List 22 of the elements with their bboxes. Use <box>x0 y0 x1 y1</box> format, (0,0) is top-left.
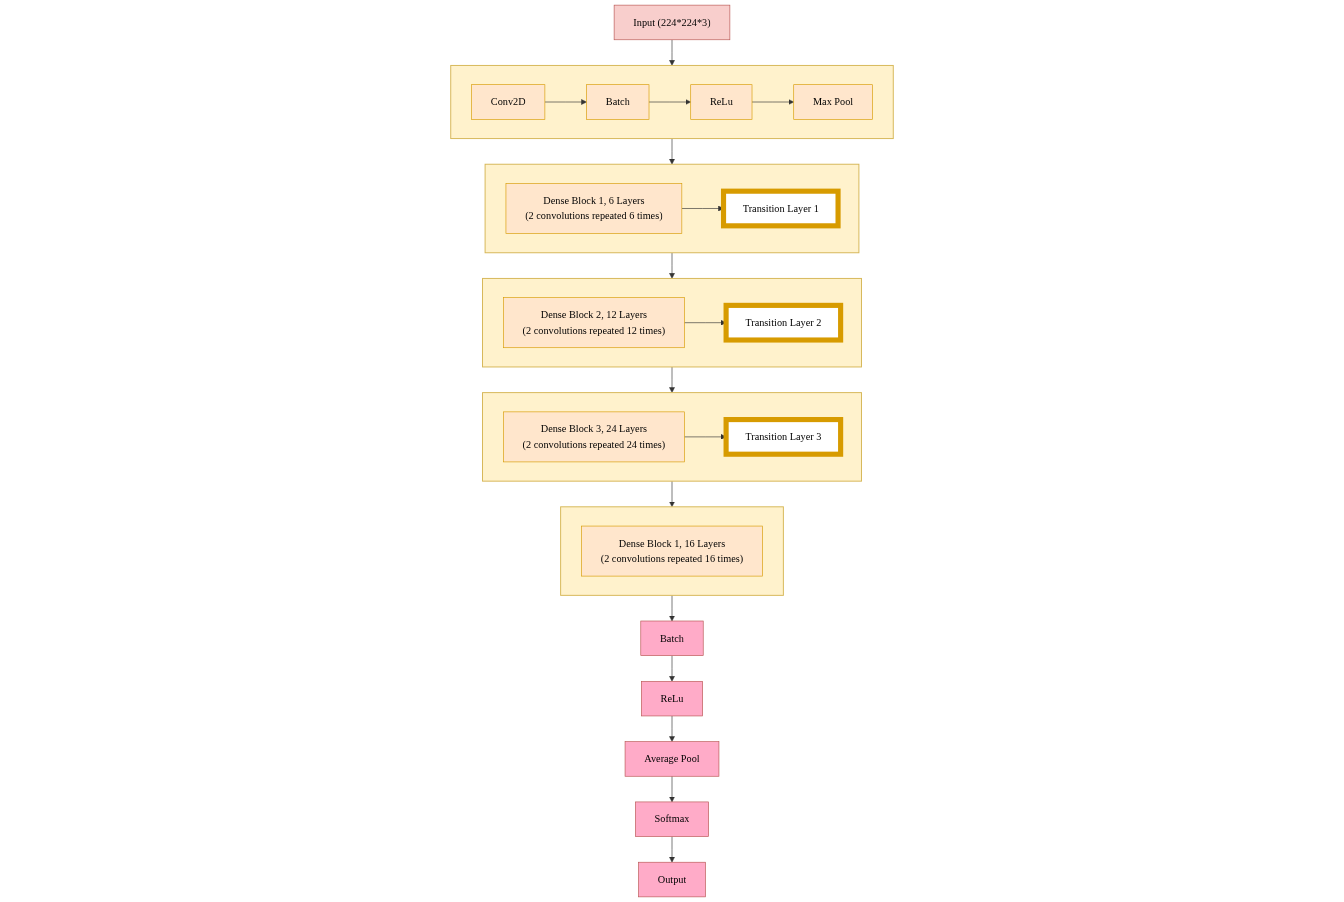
node-box: ReLu <box>690 84 753 120</box>
node-box: Conv2D <box>471 84 546 120</box>
node-box: ReLu <box>641 681 703 717</box>
node-box: Batch <box>640 620 704 656</box>
node-box: Transition Layer 1 <box>720 188 841 229</box>
node-box: Transition Layer 2 <box>723 302 844 343</box>
node-box: Dense Block 1, 16 Layers (2 convolutions repeated 16 times) <box>581 525 763 577</box>
node-box: Max Pool <box>793 84 873 120</box>
cluster <box>482 277 862 368</box>
node-box: Output <box>638 861 706 898</box>
node-box: Dense Block 3, 24 Layers (2 convolutions repeated 24 times) <box>503 411 685 463</box>
cluster <box>482 392 862 482</box>
node-box: Input (224*224*3) <box>613 4 731 41</box>
node-box: Dense Block 2, 12 Layers (2 convolutions repeated 12 times) <box>503 297 685 349</box>
node-box: Average Pool <box>624 741 720 777</box>
node-box: Dense Block 1, 6 Layers (2 convolutions repeated 6 times) <box>505 183 683 234</box>
cluster <box>484 163 860 254</box>
node-box: Transition Layer 3 <box>723 417 844 457</box>
cluster <box>560 506 784 596</box>
node-box: Batch <box>586 84 650 120</box>
node-box: Softmax <box>635 801 709 837</box>
cluster <box>450 64 894 140</box>
